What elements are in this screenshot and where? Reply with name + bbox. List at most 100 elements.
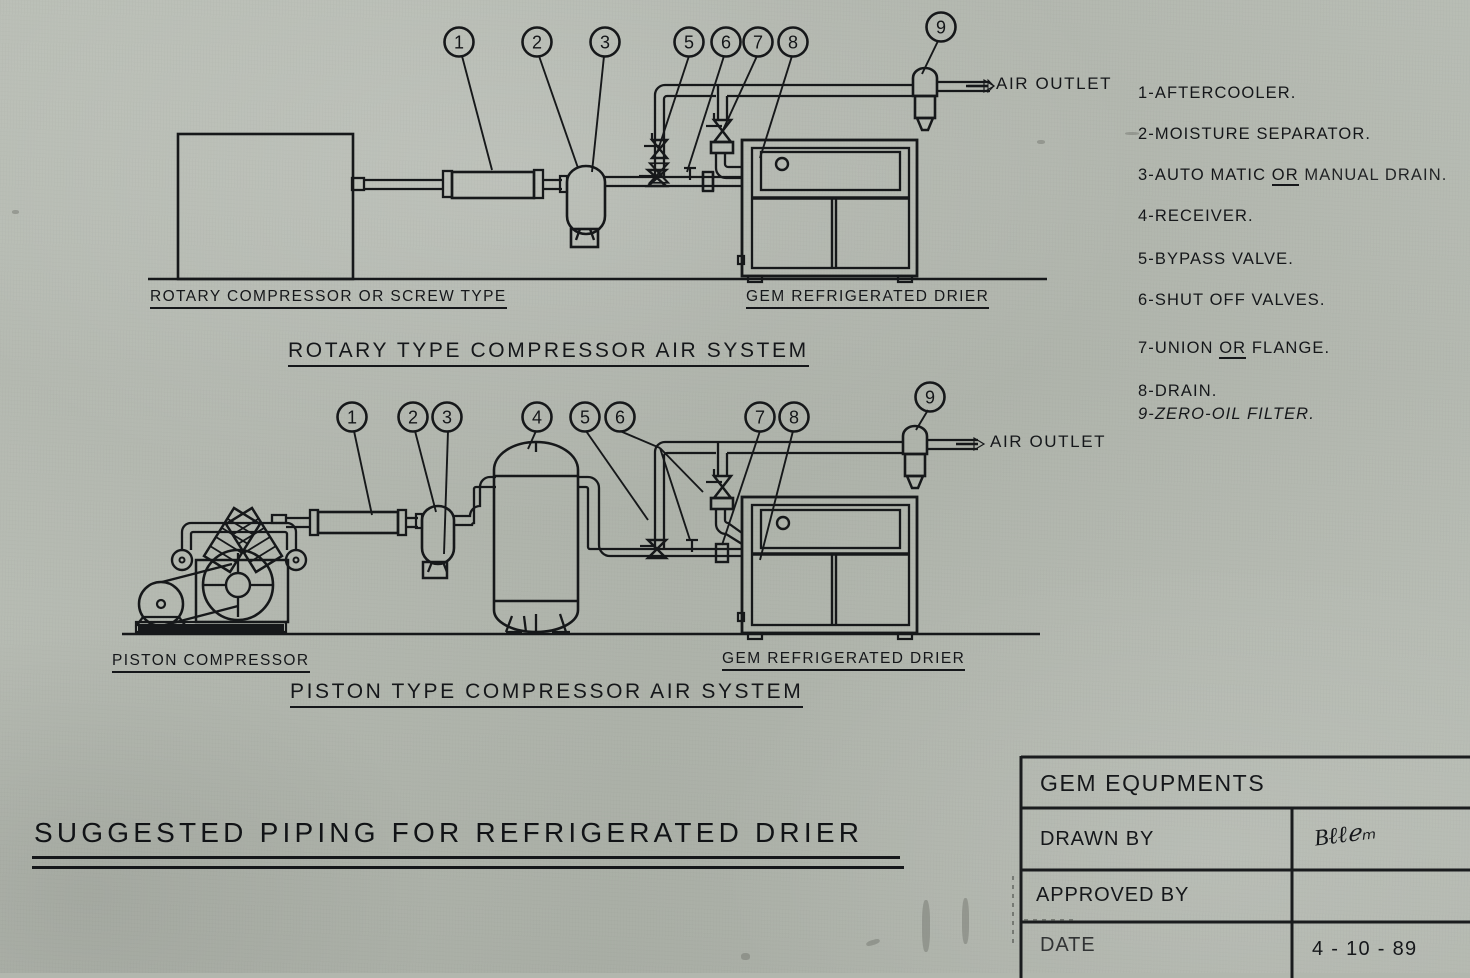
- rotary-compressor-body: [176, 132, 355, 281]
- legend-item-number: 9-: [1138, 405, 1155, 423]
- svg-text:6: 6: [721, 33, 731, 53]
- balloon-piston-8: 8: [778, 401, 810, 433]
- legend-item-5: 5-BYPASS VALVE.: [1138, 250, 1294, 269]
- legend-item-text: AFTERCOOLER.: [1154, 84, 1297, 102]
- legend-item-number: 6-: [1138, 291, 1155, 309]
- balloon-rotary-1: 1: [443, 26, 475, 58]
- legend-item-text: DRAIN.: [1154, 382, 1218, 400]
- zero-oil-filter-rotary: [911, 66, 996, 132]
- main-title-underline-1: [32, 856, 900, 859]
- legend-item-7: 7-UNION OR FLANGE.: [1138, 339, 1331, 359]
- moisture-separator-rotary: [565, 164, 648, 249]
- legend-item-1: 1-AFTERCOOLER.: [1138, 84, 1296, 103]
- zero-oil-filter-piston: [901, 424, 986, 490]
- air-receiver-tank: [492, 440, 648, 634]
- svg-text:6: 6: [615, 408, 625, 428]
- svg-text:8: 8: [789, 408, 799, 428]
- caption-gem-drier-piston: GEM REFRIGERATED DRIER: [722, 650, 966, 671]
- legend-item-emphasis: OR: [1219, 339, 1247, 359]
- legend-item-text: RECEIVER.: [1154, 207, 1254, 225]
- legend-item-number: 1-: [1138, 84, 1155, 102]
- rotary-diagram: [148, 40, 1047, 284]
- balloon-piston-2: 2: [397, 401, 429, 433]
- legend-item-text: AUTO MATIC: [1154, 166, 1272, 184]
- scan-artifact: [962, 898, 969, 944]
- scan-artifact: [1125, 132, 1139, 135]
- main-title-underline-2: [32, 866, 904, 869]
- svg-text:8: 8: [788, 33, 798, 53]
- title-block-key-approved-by: APPROVED BY: [1036, 884, 1190, 906]
- svg-text:1: 1: [347, 408, 357, 428]
- svg-text:3: 3: [442, 408, 452, 428]
- aftercooler-pipe-run: [350, 168, 569, 200]
- balloon-piston-1: 1: [336, 401, 368, 433]
- legend-item-number: 3-: [1138, 166, 1155, 184]
- balloon-piston-4: 4: [521, 401, 553, 433]
- legend-item-9: 9-ZERO-OIL FILTER.: [1138, 405, 1315, 424]
- legend-item-number: 5-: [1138, 250, 1155, 268]
- legend-item-text: UNION: [1154, 339, 1220, 357]
- svg-text:4: 4: [532, 408, 542, 428]
- legend-item-text-tail: FLANGE.: [1246, 339, 1331, 357]
- legend-item-text: BYPASS VALVE.: [1154, 250, 1294, 268]
- main-drawing-title: SUGGESTED PIPING FOR REFRIGERATED DRIER: [34, 817, 864, 848]
- piston-compressor-body: [134, 506, 308, 634]
- balloon-rotary-2: 2: [521, 26, 553, 58]
- legend-item-6: 6-SHUT OFF VALVES.: [1138, 291, 1326, 310]
- title-block-key-date: DATE: [1040, 934, 1096, 956]
- caption-piston-compressor: PISTON COMPRESSOR: [112, 652, 310, 673]
- gem-drier-cabinet-piston: [736, 495, 919, 641]
- piston-leader-lines: [353, 409, 929, 561]
- caption-piston-system: PISTON TYPE COMPRESSOR AIR SYSTEM: [290, 680, 804, 708]
- svg-text:5: 5: [580, 408, 590, 428]
- piston-diagram: [122, 409, 1040, 641]
- balloon-piston-5: 5: [569, 401, 601, 433]
- gem-drier-cabinet-rotary: [736, 138, 919, 284]
- balloon-piston-9: 9: [914, 381, 946, 413]
- scan-artifact: [1037, 140, 1045, 144]
- balloon-piston-6: 6: [604, 401, 636, 433]
- svg-text:7: 7: [753, 33, 763, 53]
- svg-text:5: 5: [684, 33, 694, 53]
- scan-artifact: [12, 210, 19, 214]
- svg-text:2: 2: [408, 408, 418, 428]
- balloon-piston-3: 3: [431, 401, 463, 433]
- legend-item-number: 8-: [1138, 382, 1155, 400]
- balloon-rotary-3: 3: [589, 26, 621, 58]
- legend-item-4: 4-RECEIVER.: [1138, 207, 1254, 226]
- legend-item-number: 4-: [1138, 207, 1155, 225]
- bypass-valve-manifold-rotary: [639, 83, 913, 193]
- caption-rotary-compressor: ROTARY COMPRESSOR OR SCREW TYPE: [150, 288, 507, 309]
- balloon-rotary-5: 5: [673, 26, 705, 58]
- svg-text:1: 1: [454, 33, 464, 53]
- legend-item-2: 2-MOISTURE SEPARATOR.: [1138, 125, 1371, 144]
- legend-item-number: 2-: [1138, 125, 1155, 143]
- air-outlet-label-rotary: AIR OUTLET: [996, 74, 1113, 93]
- balloon-rotary-7: 7: [742, 26, 774, 58]
- legend-item-8: 8-DRAIN.: [1138, 382, 1217, 401]
- title-block-value-date: 4 - 10 - 89: [1312, 938, 1418, 960]
- title-block-key-drawn-by: DRAWN BY: [1040, 828, 1155, 850]
- legend-item-text-tail: MANUAL DRAIN.: [1298, 166, 1448, 184]
- legend-item-text: SHUT OFF VALVES.: [1154, 291, 1326, 309]
- legend-item-emphasis: OR: [1271, 166, 1299, 186]
- legend-item-3: 3-AUTO MATIC OR MANUAL DRAIN.: [1138, 166, 1448, 186]
- caption-rotary-system: ROTARY TYPE COMPRESSOR AIR SYSTEM: [288, 339, 809, 367]
- scan-artifact: [741, 953, 750, 960]
- balloon-rotary-6: 6: [710, 26, 742, 58]
- legend-item-text: MOISTURE SEPARATOR.: [1154, 125, 1372, 143]
- svg-text:3: 3: [600, 33, 610, 53]
- balloon-rotary-9: 9: [925, 11, 957, 43]
- balloon-rotary-8: 8: [777, 26, 809, 58]
- legend-item-number: 7-: [1138, 339, 1155, 357]
- title-block: GEM EQUPMENTS DRAWN BY Bℓℓℯₘ APPROVED BY…: [1004, 748, 1470, 978]
- moisture-separator-piston: [420, 475, 496, 580]
- scan-artifact: [922, 900, 930, 952]
- air-outlet-label-piston: AIR OUTLET: [990, 432, 1107, 451]
- caption-gem-drier-rotary: GEM REFRIGERATED DRIER: [746, 288, 990, 309]
- legend-item-text: ZERO-OIL FILTER.: [1154, 405, 1315, 423]
- aftercooler-pipe-run-piston: [286, 508, 424, 537]
- svg-text:2: 2: [532, 33, 542, 53]
